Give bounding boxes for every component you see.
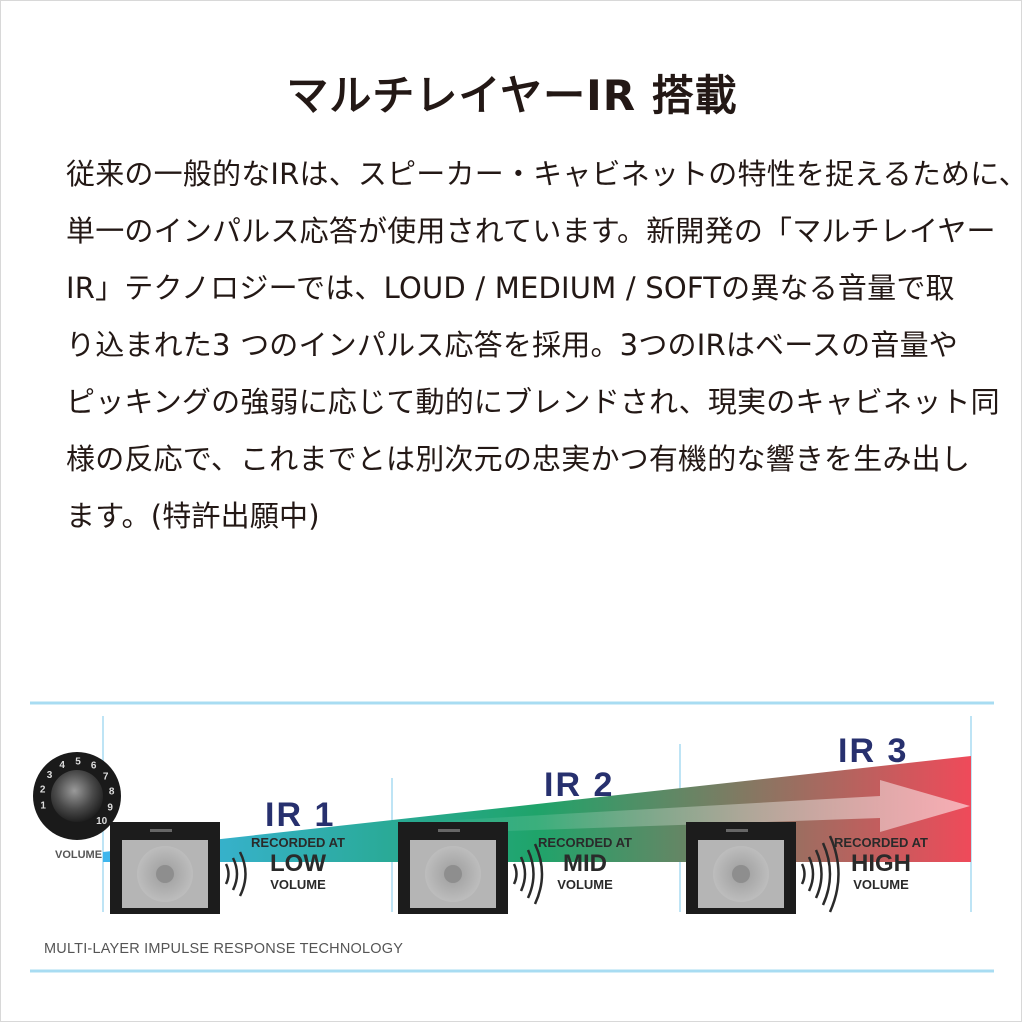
level-label: MID [563,850,607,877]
ir-label-2: IR 2 [544,766,615,804]
knob-number: 1 [40,801,46,812]
sound-waves-low [224,851,247,897]
body-line: 単一のインパルス応答が使用されています。新開発の「マルチレイヤー [66,214,996,248]
page-title: マルチレイヤーIR 搭載 [286,71,738,120]
knob-number: 10 [96,816,108,827]
body-line: ます。(特許出願中) [66,499,320,533]
body-line: 従来の一般的なIRは、スピーカー・キャビネットの特性を捉えるために、 [66,157,1024,191]
level-label: HIGH [851,850,911,877]
knob-number: 5 [75,757,81,768]
stage-label-high: RECORDED AT HIGH VOLUME [826,835,936,892]
recorded-at-label: RECORDED AT [538,835,632,850]
diagram-caption: MULTI-LAYER IMPULSE RESPONSE TECHNOLOGY [44,941,404,957]
recorded-at-label: RECORDED AT [834,835,928,850]
knob-number: 2 [40,784,46,795]
body-line: ピッキングの強弱に応じて動的にブレンドされ、現実のキャビネット同 [66,385,1000,419]
body-line: り込まれた3 つのインパルス応答を採用。3つのIRはベースの音量や [66,328,958,362]
recorded-at-label: RECORDED AT [251,835,345,850]
knob-number: 7 [103,771,109,782]
knob-number: 4 [59,760,65,771]
stage-label-mid: RECORDED AT MID VOLUME [530,835,640,892]
body-line: IR」テクノロジーでは、LOUD / MEDIUM / SOFTの異なる音量で取 [66,271,955,305]
body-line: 様の反応で、これまでとは別次元の忠実かつ有機的な響きを生み出し [66,442,971,476]
sound-waves-high [800,835,840,913]
knob-number: 8 [109,786,115,797]
ir-label-3: IR 3 [838,732,909,770]
stage-label-low: RECORDED AT LOW VOLUME [243,835,353,892]
body-text: 従来の一般的なIRは、スピーカー・キャビネットの特性を捉えるために、 単一のイン… [66,146,1024,545]
level-label: LOW [270,850,326,877]
knob-volume-label: VOLUME [55,849,103,861]
knob-number: 3 [47,770,53,781]
volume-label: VOLUME [557,877,613,892]
volume-label: VOLUME [853,877,909,892]
cabinet-mid [398,822,508,914]
ramp-arrow [420,780,970,834]
knob-number: 6 [91,761,97,772]
cabinet-low [110,822,220,914]
volume-label: VOLUME [270,877,326,892]
knob-number: 9 [107,803,113,814]
cabinet-high [686,822,796,914]
ir-label-1: IR 1 [265,796,336,834]
sound-waves-mid [512,843,544,905]
